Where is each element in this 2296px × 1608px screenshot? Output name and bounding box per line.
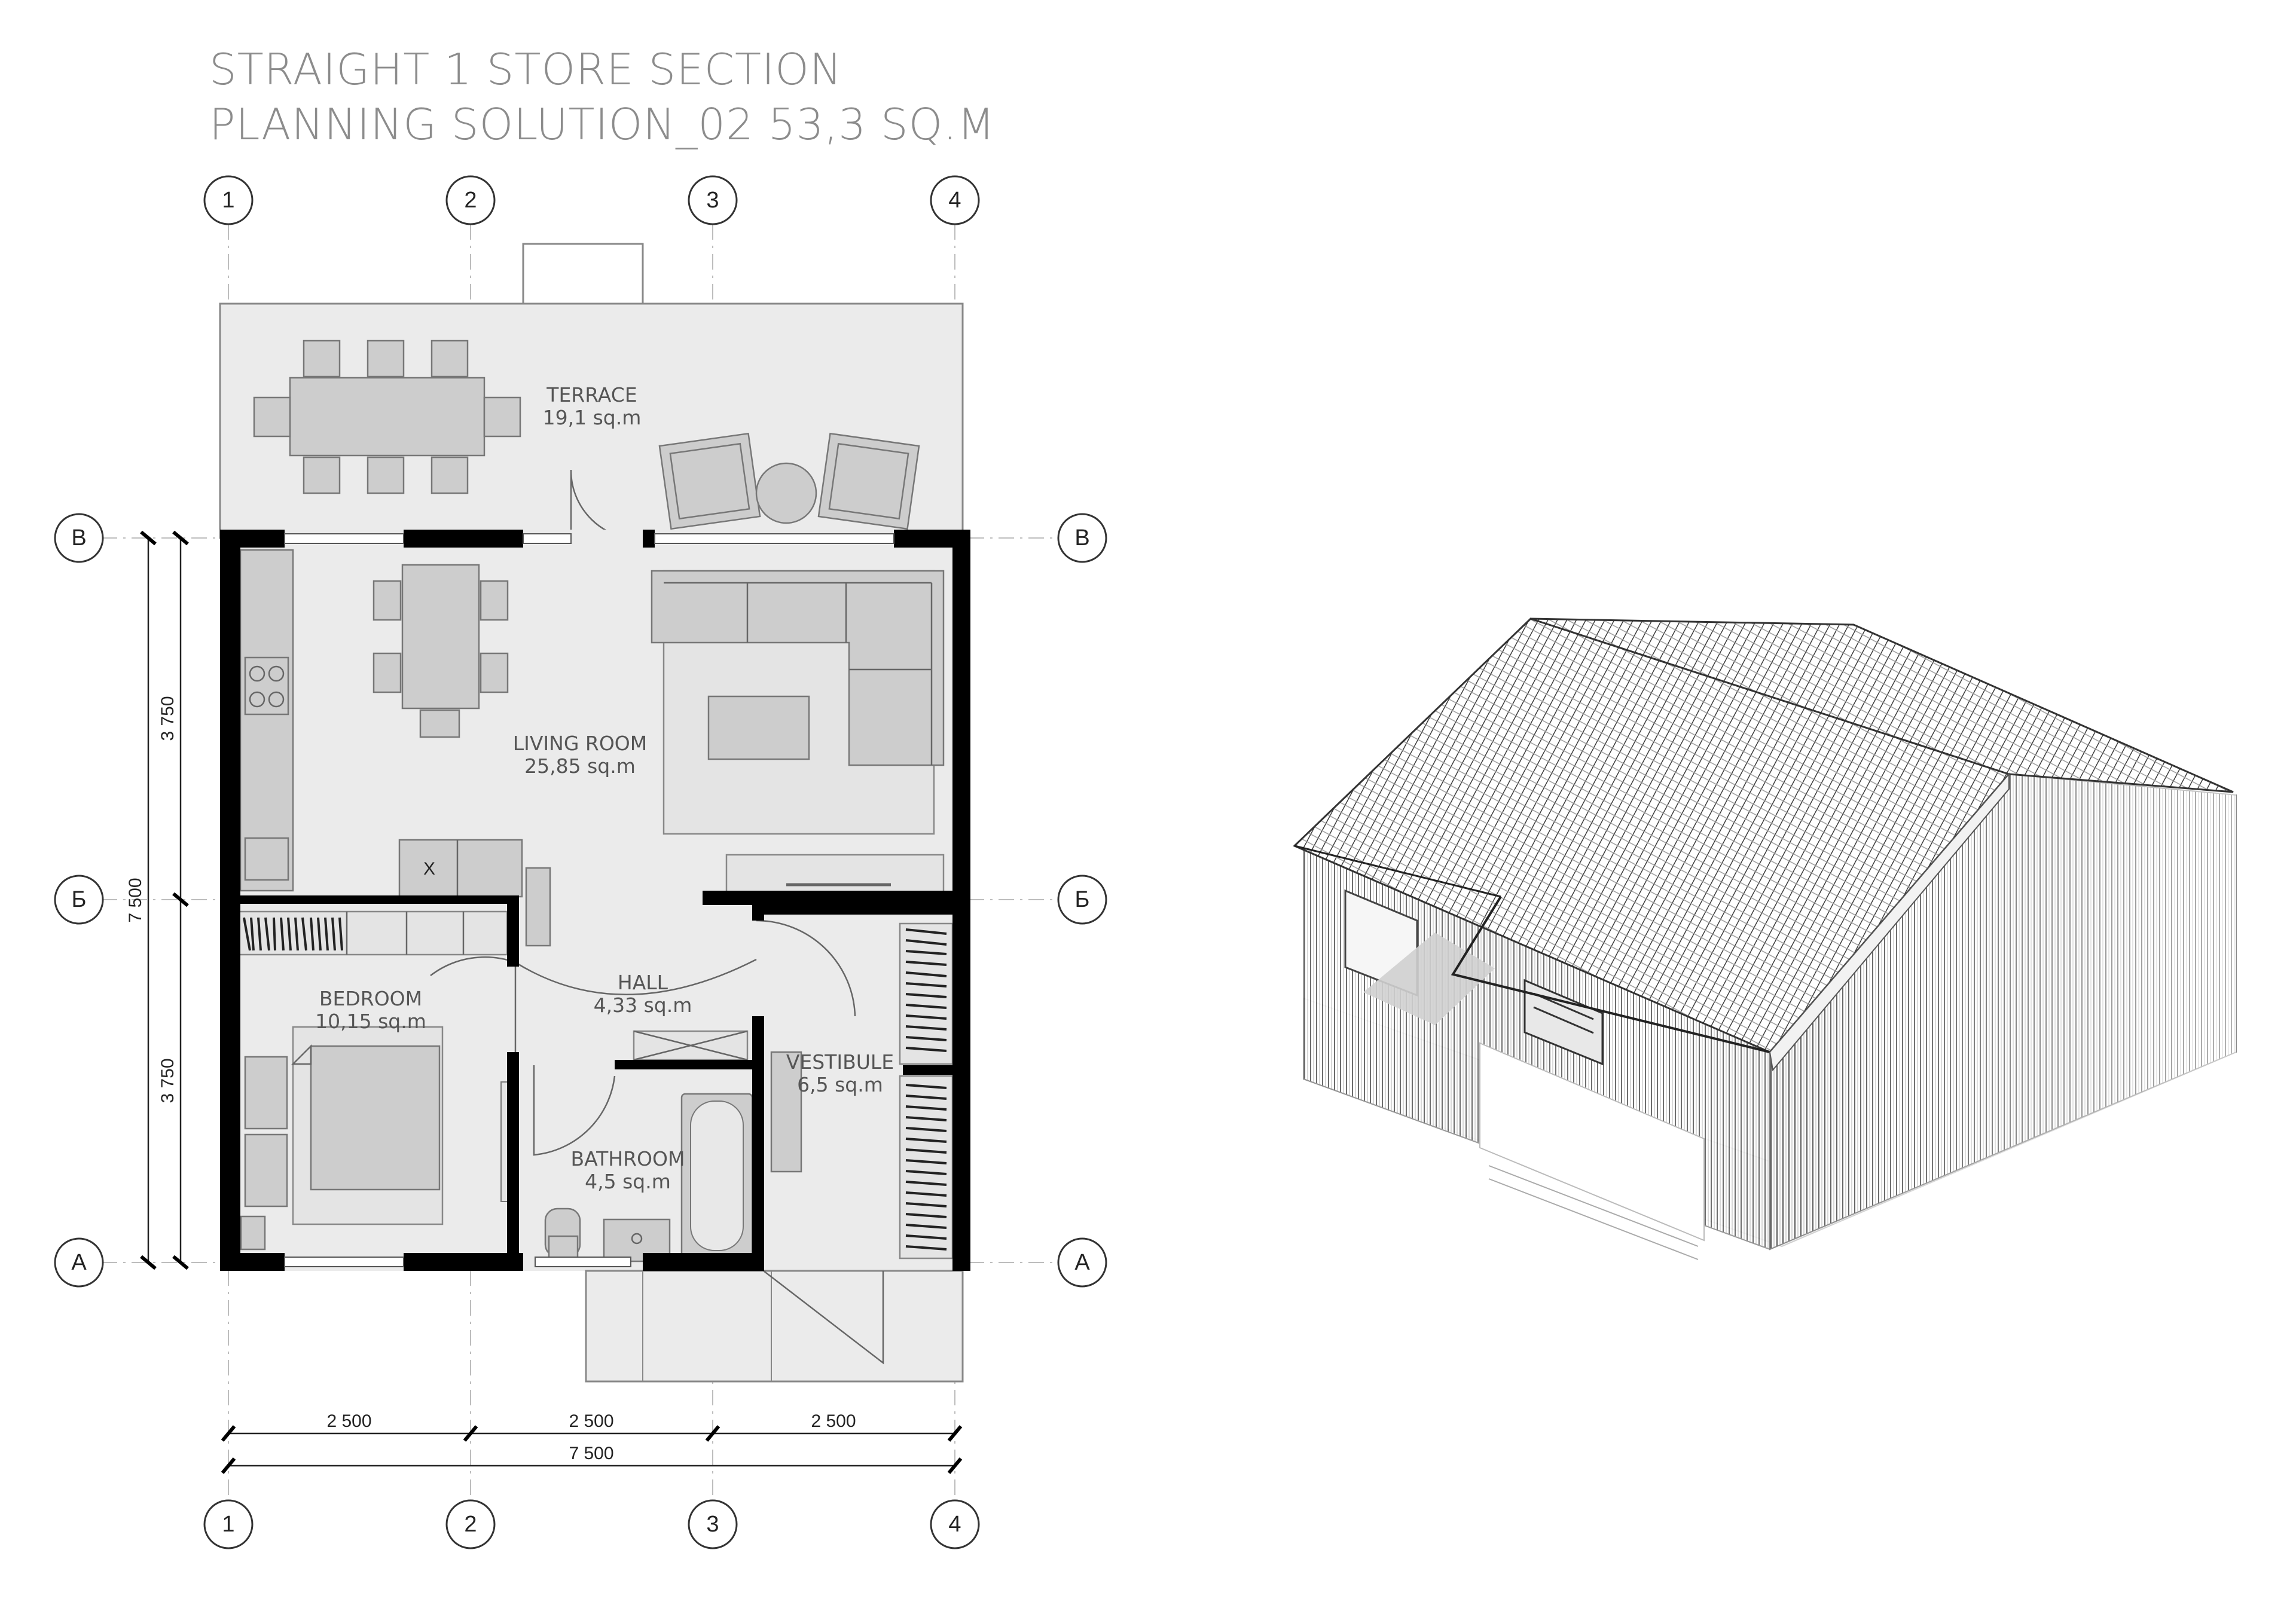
axis-bubbles-left: В Б А [54, 513, 104, 1288]
svg-text:А: А [71, 1250, 87, 1275]
sofa [651, 570, 945, 766]
axo-window-2 [1523, 979, 1604, 1066]
dimensions-left: 3 750 3 750 7 500 [126, 530, 189, 1270]
svg-text:Б: Б [1075, 887, 1090, 912]
axis-bubbles-top: 1 2 3 4 [203, 175, 980, 225]
porch [1479, 1042, 1705, 1242]
svg-text:1: 1 [222, 1512, 234, 1537]
living-name: LIVING ROOM [513, 732, 648, 755]
svg-text:4: 4 [948, 188, 961, 213]
svg-text:2: 2 [464, 188, 477, 213]
stove [398, 839, 523, 898]
svg-text:3: 3 [706, 188, 719, 213]
svg-text:А: А [1074, 1250, 1090, 1275]
dining-table [401, 564, 480, 710]
vestibule-hangers [905, 928, 947, 1251]
coffee-table [707, 695, 810, 760]
svg-text:2 500: 2 500 [326, 1411, 371, 1431]
bathroom-name: BATHROOM [571, 1147, 685, 1170]
vestibule-area: 6,5 sq.m [797, 1073, 883, 1096]
vestibule-name: VESTIBULE [786, 1050, 894, 1074]
svg-text:4: 4 [948, 1512, 961, 1537]
terrace-area: 19,1 sq.m [543, 406, 642, 429]
svg-text:В: В [71, 525, 86, 551]
walls [220, 530, 970, 1271]
entrance-door-swing [763, 1270, 884, 1365]
wardrobe-hangers [243, 917, 343, 951]
title-line-2: PLANNING SOLUTION_02 53,3 SQ.M [209, 99, 996, 149]
svg-text:3 750: 3 750 [158, 696, 178, 741]
axis-bubbles-bottom: 1 2 3 4 [203, 1499, 980, 1549]
living-area: 25,85 sq.m [524, 754, 636, 778]
service-zone [500, 919, 954, 1262]
nightstand-1 [244, 1056, 288, 1130]
dimensions-bottom: 2 500 2 500 2 500 7 500 [221, 1411, 963, 1474]
tv-cabinet [725, 854, 945, 893]
hall-name: HALL [618, 971, 668, 994]
room-labels: LIVING ROOM 25,85 sq.m HALL 4,33 sq.m BE… [315, 732, 894, 1193]
vestibule-bench [770, 1051, 802, 1173]
svg-text:Б: Б [72, 887, 87, 912]
roof-back [1530, 617, 2234, 793]
svg-text:2 500: 2 500 [811, 1411, 856, 1431]
bathroom-area: 4,5 sq.m [585, 1170, 671, 1193]
terrace-table [289, 377, 486, 457]
bedroom-area: 10,15 sq.m [315, 1010, 426, 1033]
svg-text:В: В [1074, 525, 1089, 551]
terrace-lounge [658, 432, 920, 530]
stove-mark: X [423, 859, 435, 879]
bathroom-door-swing [533, 1065, 616, 1156]
bed [310, 1045, 441, 1191]
svg-text:3: 3 [706, 1512, 719, 1537]
drawing-title: STRAIGHT 1 STORE SECTION PLANNING SOLUTI… [209, 42, 995, 152]
svg-text:3 750: 3 750 [158, 1058, 178, 1103]
title-line-1: STRAIGHT 1 STORE SECTION [209, 44, 842, 94]
axis-bubbles-right: В Б А [1057, 513, 1107, 1288]
bedroom-furniture [238, 910, 517, 1251]
svg-text:7 500: 7 500 [126, 878, 145, 922]
terrace-chairs [253, 340, 521, 494]
terrace-steps [522, 243, 644, 305]
svg-text:7 500: 7 500 [569, 1444, 613, 1463]
terrace-name: TERRACE [546, 383, 637, 406]
svg-text:2: 2 [464, 1512, 477, 1537]
living-furniture: X [239, 549, 945, 947]
axonometric-view [1293, 617, 2237, 1260]
kitchen-sink [244, 837, 289, 881]
nightstand-2 [244, 1133, 288, 1207]
kitchen-counter [239, 549, 294, 892]
terrace: TERRACE 19,1 sq.m [219, 243, 964, 540]
hall-door-swing [515, 958, 757, 995]
bedroom-name: BEDROOM [319, 987, 422, 1010]
hall-area: 4,33 sq.m [594, 993, 692, 1017]
cooktop [244, 656, 289, 716]
vestibule-wardrobe-2 [899, 1075, 954, 1260]
svg-text:1: 1 [222, 188, 234, 213]
wardrobe [238, 910, 508, 956]
svg-text:2 500: 2 500 [569, 1411, 613, 1431]
entrance-porch [585, 1270, 964, 1383]
